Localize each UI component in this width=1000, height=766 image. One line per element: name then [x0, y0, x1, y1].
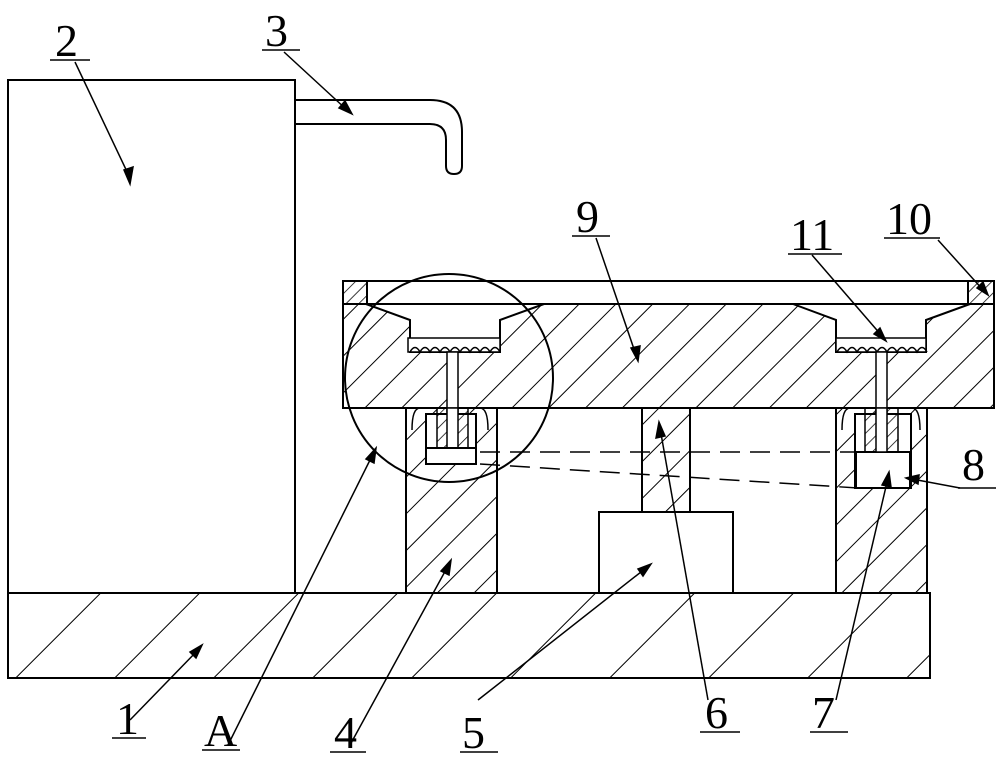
label-8: 8: [962, 439, 985, 490]
label-2: 2: [55, 15, 78, 66]
left-nozzle: [407, 337, 501, 465]
platform-body: [342, 303, 995, 409]
label-6: 6: [705, 687, 728, 738]
top-cover: [342, 280, 995, 305]
label-4: 4: [334, 707, 357, 758]
right-nozzle: [835, 337, 928, 453]
pipe: [295, 99, 463, 176]
label-11: 11: [790, 209, 834, 260]
label-5: 5: [462, 707, 485, 758]
label-7: 7: [812, 687, 835, 738]
base-plate: [7, 592, 931, 679]
tank: [7, 79, 296, 594]
label-9: 9: [576, 191, 599, 242]
label-a: A: [204, 705, 237, 756]
label-1: 1: [116, 693, 139, 744]
leader-lines: [74, 51, 990, 746]
motor-block: [598, 511, 734, 594]
label-underlines: [50, 49, 996, 753]
detail-circle-a: [344, 273, 554, 483]
label-10: 10: [886, 193, 932, 244]
label-3: 3: [265, 5, 288, 56]
